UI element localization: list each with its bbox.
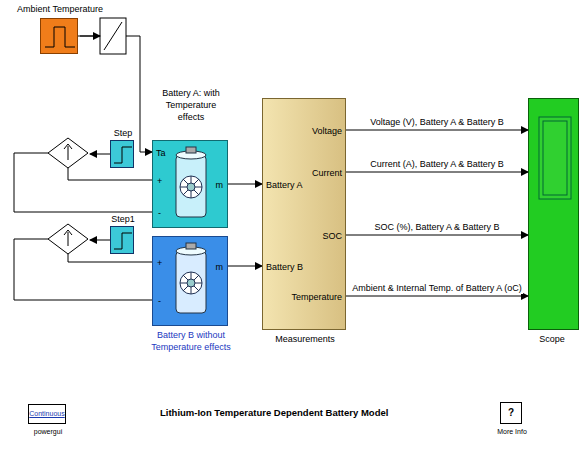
powergui-block: Continuouspowergui: [28, 404, 66, 424]
current-source-b: [14, 224, 152, 300]
port-label: Ta: [156, 147, 166, 159]
block-label: Continuous: [29, 409, 65, 419]
block-label: ?: [501, 407, 521, 419]
current-source-a: [14, 138, 152, 212]
info-block: ?More Info: [500, 402, 522, 424]
scope-screen: [529, 99, 579, 331]
signal-label: SOC (%), Battery A & Battery B: [373, 222, 500, 233]
signal-builder-block: Ambient Temperature: [40, 18, 78, 54]
signal-label: Current (A), Battery A & Battery B: [369, 159, 505, 170]
step-icon: [111, 141, 135, 169]
signal-line: [346, 296, 528, 297]
block-label: Battery B without Temperature effects: [143, 329, 239, 353]
signal-line: [228, 266, 262, 267]
block-label: Measurements: [253, 333, 357, 345]
port-label: Temperature: [291, 291, 342, 303]
block-label: Battery A: with Temperature effects: [161, 87, 221, 123]
battery-icon: [153, 237, 229, 325]
port-label: +: [157, 175, 162, 187]
port-label: -: [158, 295, 161, 307]
signal-line: [346, 130, 528, 131]
signal-label: Ambient & Internal Temp. of Battery A (o…: [351, 283, 522, 294]
port-label: m: [216, 179, 224, 191]
port-label: powergui: [17, 427, 79, 437]
port-label: Battery B: [266, 261, 303, 273]
battery-block: Battery A: with Temperature effectsTa+-m: [152, 140, 228, 228]
block-label: Scope: [529, 333, 575, 345]
diagram-title: Lithium-Ion Temperature Dependent Batter…: [160, 407, 388, 419]
step-icon: [111, 227, 135, 255]
port-label: SOC: [322, 230, 342, 242]
port-label: +: [157, 257, 162, 269]
block-label: Ambient Temperature: [5, 3, 115, 15]
signal-line: [346, 235, 528, 236]
step-block: Step: [110, 140, 134, 168]
port-label: Voltage: [312, 125, 342, 137]
port-label: -: [158, 207, 161, 219]
pulse-icon: [41, 19, 79, 55]
port-label: More Info: [487, 427, 537, 437]
port-label: m: [216, 261, 224, 273]
signal-label: Voltage (V), Battery A & Battery B: [369, 117, 505, 128]
battery-block: Battery B without Temperature effects+-m: [152, 236, 228, 326]
port-label: Battery A: [266, 179, 303, 191]
signal-line: [346, 172, 528, 173]
signal-line: [228, 184, 262, 185]
port-label: Current: [312, 167, 342, 179]
measurements-block: MeasurementsBattery ABattery BVoltageCur…: [262, 98, 346, 330]
gain-block: [80, 18, 126, 54]
block-label: Step: [111, 127, 135, 139]
block-label: Step1: [107, 213, 139, 225]
step-block: Step1: [110, 226, 134, 254]
scope-block: Scope: [528, 98, 579, 330]
